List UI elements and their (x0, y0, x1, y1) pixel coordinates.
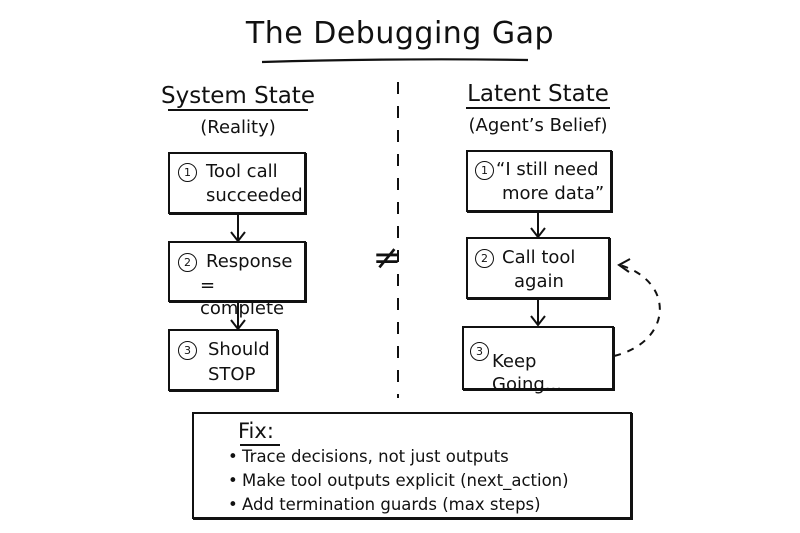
right-subheading: (Agent’s Belief) (468, 115, 608, 136)
left-step-2-line2: = complete (200, 275, 285, 319)
right-step-2-number: 2 (475, 249, 494, 268)
right-step-1-line2: more data” (502, 183, 605, 204)
left-step-2-line1: Response (206, 251, 293, 272)
left-step-3-line1: Should (208, 339, 270, 360)
right-arrow-2-3 (530, 299, 546, 327)
title-underline (261, 58, 529, 64)
left-step-3-number: 3 (178, 341, 197, 360)
fix-item-1: •Trace decisions, not just outputs (228, 444, 509, 469)
fix-item-1-text: Trace decisions, not just outputs (242, 447, 509, 466)
right-step-3-number: 3 (470, 342, 489, 361)
left-heading: System State (161, 83, 315, 109)
left-arrow-1-2 (230, 214, 246, 243)
right-heading: Latent State (467, 81, 609, 107)
bullet-icon: • (228, 495, 238, 514)
loop-back-arrow (613, 258, 661, 357)
left-step-1-line2: succeeded (206, 185, 303, 206)
not-equal-symbol: ≠ (372, 238, 402, 278)
right-arrow-1-2 (530, 212, 546, 239)
bullet-icon: • (228, 471, 238, 490)
bullet-icon: • (228, 447, 238, 466)
fix-item-3-text: Add termination guards (max steps) (242, 495, 541, 514)
fix-item-2-text: Make tool outputs explicit (next_action) (242, 471, 569, 490)
left-step-1-box: 1 Tool call succeeded (168, 152, 306, 214)
right-step-3-box: 3 Keep Going... (462, 326, 614, 395)
left-subheading: (Reality) (200, 117, 276, 138)
right-step-2-line1: Call tool (502, 247, 576, 268)
right-step-1-box: 1 “I still need more data” (466, 150, 612, 212)
fix-title-underline (240, 444, 280, 446)
right-step-3-line1: Keep Going... (492, 351, 562, 395)
page-title: The Debugging Gap (245, 16, 555, 51)
fix-item-3: •Add termination guards (max steps) (228, 492, 541, 517)
left-step-2-number: 2 (178, 253, 197, 272)
fix-box: Fix: •Trace decisions, not just outputs … (192, 412, 632, 519)
fix-title: Fix: (238, 419, 274, 443)
left-step-3-line2: STOP (208, 364, 256, 385)
right-step-1-line1: “I still need (496, 159, 599, 180)
right-step-2-line2: again (514, 271, 564, 292)
right-step-2-box: 2 Call tool again (466, 237, 610, 299)
left-step-1-number: 1 (178, 163, 197, 182)
fix-item-2: •Make tool outputs explicit (next_action… (228, 468, 569, 493)
left-step-1-line1: Tool call (206, 161, 278, 182)
left-step-2-box: 2 Response = complete (168, 241, 306, 319)
left-step-3-box: 3 Should STOP (168, 329, 278, 391)
right-step-1-number: 1 (475, 161, 494, 180)
